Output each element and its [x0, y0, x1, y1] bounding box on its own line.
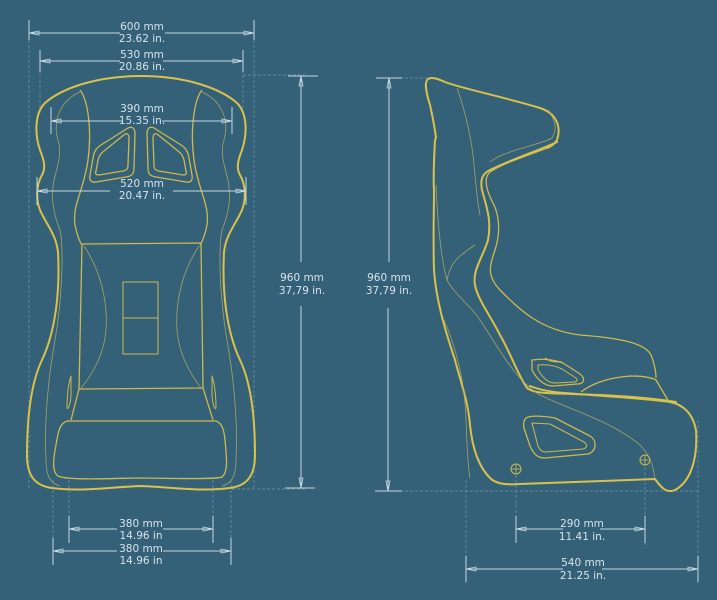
- base-inner-width-mm: 380 mm: [119, 518, 163, 530]
- front-height-mm: 960 mm: [280, 272, 324, 284]
- overall-depth-in: 21.25 in.: [560, 570, 606, 582]
- top-width-mm: 530 mm: [120, 49, 164, 61]
- shoulder-outer-width-mm: 520 mm: [120, 178, 164, 190]
- base-outer-width-mm: 380 mm: [119, 543, 163, 555]
- overall-width-mm: 600 mm: [120, 21, 164, 33]
- dimension-shoulder-inner-width: 390 mm 15.35 in.: [50, 103, 233, 134]
- dimension-mount-spacing: 290 mm 11.41 in.: [515, 516, 646, 543]
- side-view: 960 mm 37,79 in. 290 mm 11.41 in. 540 mm…: [366, 77, 700, 585]
- dimension-base-outer-width: 380 mm 14.96 in: [52, 538, 232, 567]
- shoulder-outer-width-in: 20.47 in.: [119, 190, 165, 202]
- dimension-overall-width: 600 mm 23.62 in.: [28, 20, 255, 45]
- dimension-top-width: 530 mm 20.86 in.: [39, 49, 244, 73]
- top-width-in: 20.86 in.: [119, 61, 165, 73]
- mount-hole-front-icon: [510, 463, 522, 475]
- front-seat-outline: [26, 75, 256, 491]
- dimension-overall-depth: 540 mm 21.25 in.: [465, 556, 699, 582]
- side-seat-outline: [424, 77, 698, 492]
- shoulder-inner-width-in: 15.35 in.: [119, 115, 165, 127]
- shoulder-inner-width-mm: 390 mm: [120, 103, 164, 115]
- mount-hole-rear-icon: [639, 454, 651, 466]
- dimension-side-height: 960 mm 37,79 in.: [366, 77, 412, 492]
- side-height-mm: 960 mm: [367, 272, 411, 284]
- side-height-in: 37,79 in.: [366, 285, 412, 297]
- front-height-in: 37,79 in.: [279, 285, 325, 297]
- mount-spacing-in: 11.41 in.: [559, 531, 605, 543]
- dimension-front-height: 960 mm 37,79 in.: [279, 75, 325, 489]
- dimension-base-inner-width: 380 mm 14.96 in: [68, 516, 214, 543]
- overall-width-in: 23.62 in.: [119, 33, 165, 45]
- front-view: 600 mm 23.62 in. 530 mm 20.86 in. 390 mm…: [26, 20, 325, 567]
- base-inner-width-in: 14.96 in: [120, 530, 163, 542]
- overall-depth-mm: 540 mm: [561, 557, 605, 569]
- base-outer-width-in: 14.96 in: [120, 555, 163, 567]
- dimension-shoulder-outer-width: 520 mm 20.47 in.: [36, 177, 247, 205]
- mount-spacing-mm: 290 mm: [560, 518, 604, 530]
